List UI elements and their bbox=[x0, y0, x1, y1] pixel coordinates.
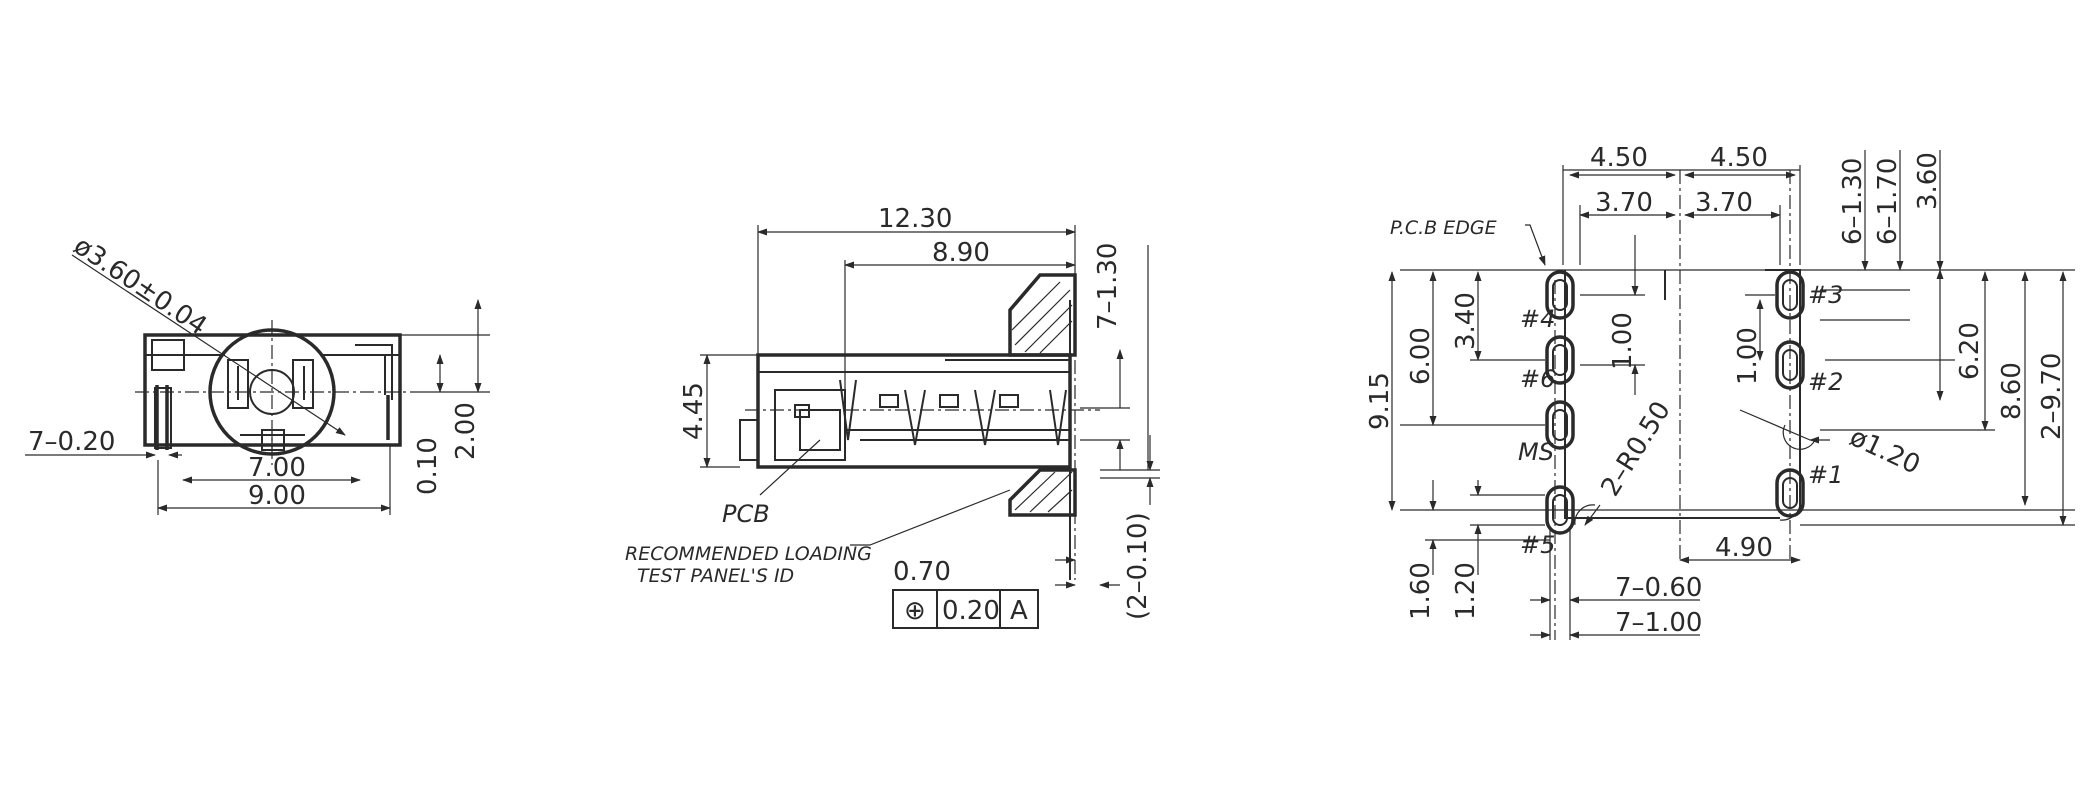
dim-160: 1.60 bbox=[1406, 562, 1436, 620]
diameter-label: ø3.60±0.04 bbox=[68, 231, 212, 342]
dim-490: 4.90 bbox=[1715, 533, 1773, 563]
side-centerlines bbox=[745, 260, 1100, 580]
side-annotations: PCB RECOMMENDED LOADING TEST PANEL'S ID … bbox=[625, 439, 1039, 629]
right-inner-dim: 3.70 bbox=[1695, 188, 1753, 218]
footprint-top-dims: 4.50 4.50 3.70 3.70 bbox=[1562, 143, 1801, 265]
left-inner-dim: 3.70 bbox=[1595, 188, 1653, 218]
side-body bbox=[739, 353, 1072, 469]
front-offset-dim: 0.10 bbox=[413, 437, 443, 495]
pad-4 bbox=[1545, 270, 1575, 320]
pcb-edge-label: P.C.B EDGE bbox=[1390, 217, 1497, 239]
dim-360: 3.60 bbox=[1913, 152, 1943, 210]
pad-6 bbox=[1545, 335, 1575, 385]
pad-3 bbox=[1775, 270, 1805, 320]
pad-2 bbox=[1775, 340, 1805, 390]
pad-ms bbox=[1545, 400, 1575, 450]
side-dimensions: 12.30 8.90 7–1.30 4.45 0.70 (2–0.10) bbox=[679, 204, 1160, 620]
pin-label-ms: MS bbox=[1518, 438, 1554, 466]
side-lead-dim: (2–0.10) bbox=[1123, 512, 1153, 620]
dim-620: 6.20 bbox=[1955, 322, 1985, 380]
pad-1 bbox=[1775, 468, 1805, 518]
pin-label-6: #6 bbox=[1520, 365, 1555, 393]
dim-6-130: 6–1.30 bbox=[1838, 158, 1868, 245]
dim-2-970: 2–9.70 bbox=[2037, 353, 2067, 440]
pin-label-1: #1 bbox=[1808, 461, 1843, 489]
pin-labels: #4 #6 MS #5 #3 #2 #1 bbox=[1518, 281, 1843, 559]
side-total-length-dim: 12.30 bbox=[878, 204, 952, 234]
footprint-pads bbox=[1545, 270, 1805, 535]
footprint-left-dims: 9.15 6.00 3.40 1.00 1.60 1.20 bbox=[1365, 235, 1645, 620]
footprint-bottom-dims: 4.90 7–0.60 7–1.00 bbox=[1530, 530, 1801, 640]
loading-label-line1: RECOMMENDED LOADING bbox=[625, 543, 872, 565]
footprint-annotations: P.C.B EDGE ø1.20 2–R0.50 bbox=[1390, 217, 1925, 526]
footprint-right-dims: 6–1.30 6–1.70 3.60 6.20 8.60 2–9.70 1.00 bbox=[1733, 150, 2075, 526]
datum-label: A bbox=[1010, 596, 1028, 626]
front-outer-width-dim: 9.00 bbox=[248, 481, 306, 511]
dim-6-170: 6–1.70 bbox=[1873, 158, 1903, 245]
side-view: 12.30 8.90 7–1.30 4.45 0.70 (2–0.10) bbox=[625, 204, 1160, 629]
radius-dim: 2–R0.50 bbox=[1595, 396, 1676, 501]
front-height-dim: 2.00 bbox=[451, 402, 481, 460]
pin-label-2: #2 bbox=[1808, 368, 1843, 396]
pin-label-4: #4 bbox=[1520, 305, 1555, 333]
dim-860: 8.60 bbox=[1997, 362, 2027, 420]
dim-915: 9.15 bbox=[1365, 372, 1395, 430]
tolerance-value: 0.20 bbox=[942, 596, 1000, 626]
front-centerlines bbox=[135, 320, 415, 465]
front-dimensions: ø3.60±0.04 7–0.20 7.00 9.00 0.10 2.00 bbox=[25, 231, 490, 515]
front-inner-width-dim: 7.00 bbox=[248, 453, 306, 483]
left-half-dim: 4.50 bbox=[1590, 143, 1648, 173]
footprint-outline bbox=[1400, 170, 2075, 640]
position-symbol: ⊕ bbox=[904, 596, 926, 626]
front-view: ø3.60±0.04 7–0.20 7.00 9.00 0.10 2.00 bbox=[25, 231, 490, 515]
side-height-dim: 4.45 bbox=[679, 382, 709, 440]
pin-label-3: #3 bbox=[1808, 281, 1843, 309]
dim-100-right: 1.00 bbox=[1733, 327, 1763, 385]
slot-width-dim: 7–0.60 bbox=[1615, 573, 1702, 603]
side-pitch-dim: 7–1.30 bbox=[1093, 243, 1123, 330]
slot-length-dim: 7–1.00 bbox=[1615, 608, 1702, 638]
front-pins-dim: 7–0.20 bbox=[28, 427, 115, 457]
pad-5 bbox=[1545, 485, 1575, 535]
dim-340: 3.40 bbox=[1451, 292, 1481, 350]
dim-600: 6.00 bbox=[1406, 327, 1436, 385]
test-panel bbox=[1008, 273, 1077, 580]
pcb-label: PCB bbox=[722, 500, 770, 528]
footprint-view: #4 #6 MS #5 #3 #2 #1 P.C.B EDGE ø1.20 2–… bbox=[1365, 143, 2075, 640]
tolerance-frame: ⊕ 0.20 A bbox=[892, 589, 1039, 629]
hole-dim: ø1.20 bbox=[1845, 422, 1925, 480]
right-half-dim: 4.50 bbox=[1710, 143, 1768, 173]
loading-label-line2: TEST PANEL'S ID bbox=[637, 565, 794, 587]
side-thickness-dim: 0.70 bbox=[893, 557, 951, 587]
dim-100-left: 1.00 bbox=[1608, 312, 1638, 370]
dim-120: 1.20 bbox=[1451, 562, 1481, 620]
side-inner-length-dim: 8.90 bbox=[932, 238, 990, 268]
